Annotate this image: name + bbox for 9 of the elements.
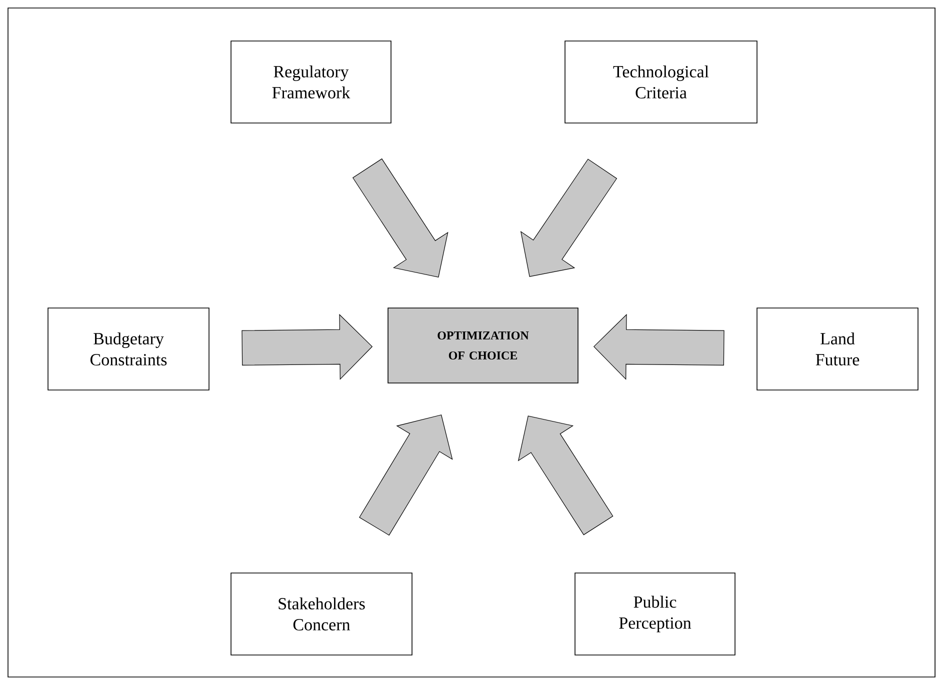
factor-box: Regulatory Framework <box>230 40 392 124</box>
block-arrow <box>359 414 453 536</box>
factor-box: Stakeholders Concern <box>230 572 412 656</box>
block-arrow <box>518 416 614 536</box>
factor-box: Technological Criteria <box>564 40 758 124</box>
goal-box: OPTIMIZATION OF CHOICE <box>388 308 578 384</box>
factor-box: Public Perception <box>574 572 736 656</box>
factor-box: Land Future <box>756 308 918 390</box>
factor-box: Budgetary Constraints <box>48 308 210 390</box>
